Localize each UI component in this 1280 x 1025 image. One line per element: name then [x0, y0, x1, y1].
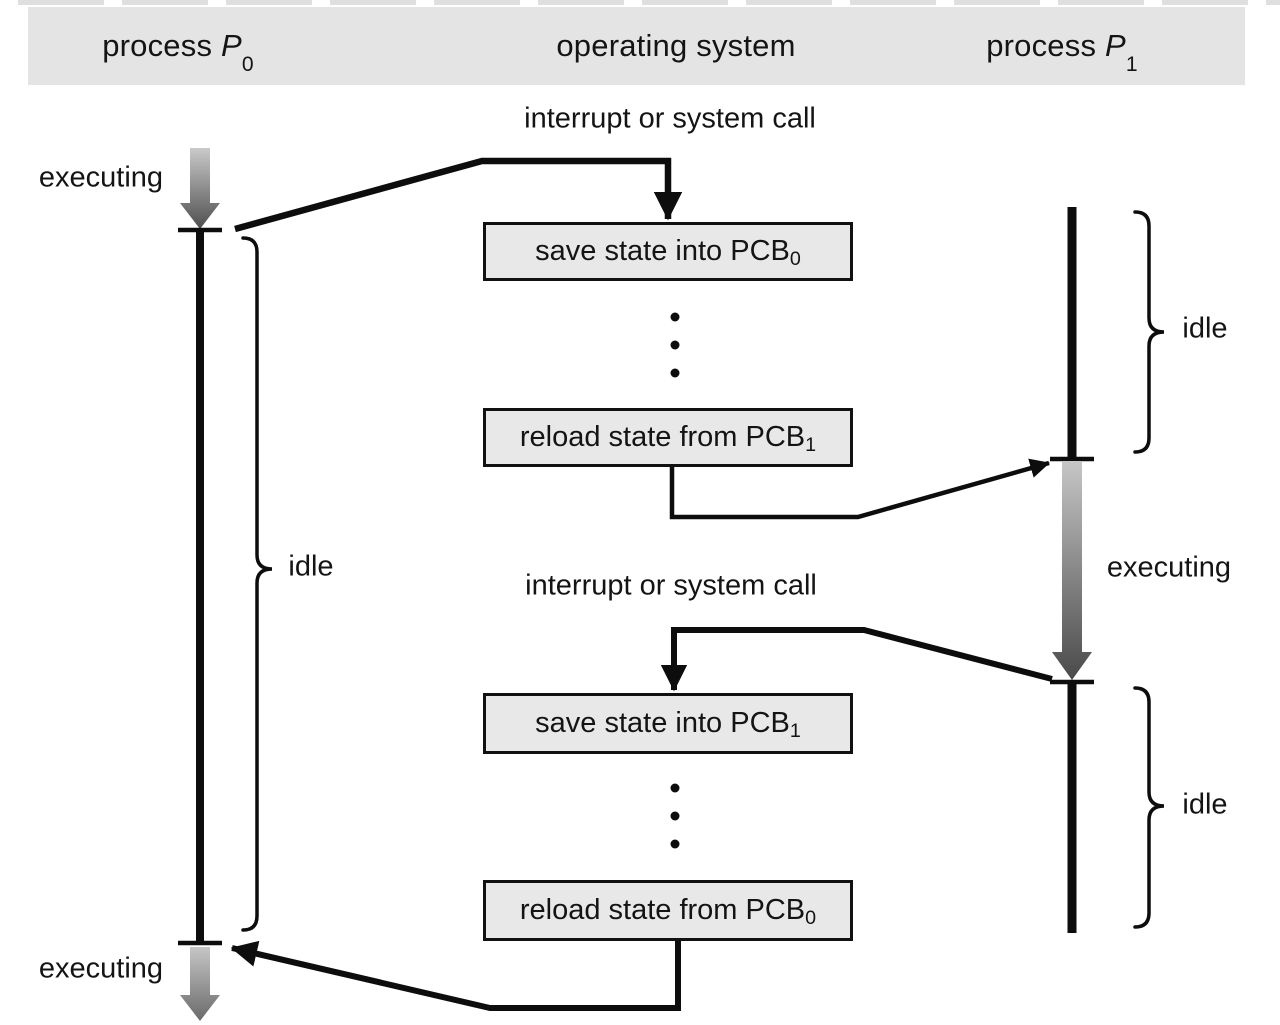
- ellipsis-dots-top: [670, 312, 680, 378]
- idle-brace-p0: [241, 236, 273, 932]
- column-header-process-p0: process P0: [102, 28, 254, 75]
- idle-brace-p1-bottom: [1133, 686, 1165, 929]
- interrupt-label-bottom: interrupt or system call: [525, 569, 817, 602]
- header-p0-word: process: [102, 28, 221, 63]
- header-p1-symbol: P: [1104, 28, 1126, 63]
- box-label: reload state from PCB: [519, 421, 806, 453]
- box-label: reload state from PCB: [519, 894, 806, 926]
- executing-label-p1: executing: [1106, 551, 1232, 584]
- header-p0-subscript: 0: [241, 53, 254, 77]
- executing-arrow-p0-top: [180, 148, 220, 229]
- timeline-p1: [1050, 207, 1094, 933]
- ellipsis-dots-bottom: [670, 783, 680, 849]
- flow-arrow-os-to-p1: [669, 458, 1050, 520]
- executing-label-p0-top: executing: [38, 161, 164, 194]
- header-p0-symbol: P: [220, 28, 242, 63]
- idle-label-p1-bottom: idle: [1182, 788, 1228, 821]
- timeline-p0: [178, 227, 222, 946]
- flow-arrow-interrupt-p0-to-os: [234, 157, 683, 233]
- idle-label-p0: idle: [288, 550, 334, 583]
- box-label: save state into PCB: [535, 235, 790, 267]
- box-label: save state into PCB: [535, 707, 790, 739]
- idle-label-p1-top: idle: [1182, 312, 1228, 345]
- header-band: [28, 7, 1245, 85]
- column-header-process-p1: process P1: [986, 28, 1138, 75]
- column-header-operating-system: operating system: [556, 28, 796, 63]
- flow-arrow-os-to-p0: [230, 940, 681, 1011]
- header-p1-subscript: 1: [1125, 53, 1138, 77]
- top-edge-artifact: [0, 0, 1280, 5]
- executing-label-p0-bottom: executing: [38, 952, 164, 985]
- flow-arrow-interrupt-p1-to-os: [660, 627, 1053, 692]
- executing-arrow-p1: [1052, 461, 1092, 680]
- executing-arrow-p0-bottom: [180, 947, 220, 1021]
- interrupt-label-top: interrupt or system call: [524, 102, 816, 135]
- idle-brace-p1-top: [1133, 210, 1165, 454]
- header-p1-word: process: [986, 28, 1105, 63]
